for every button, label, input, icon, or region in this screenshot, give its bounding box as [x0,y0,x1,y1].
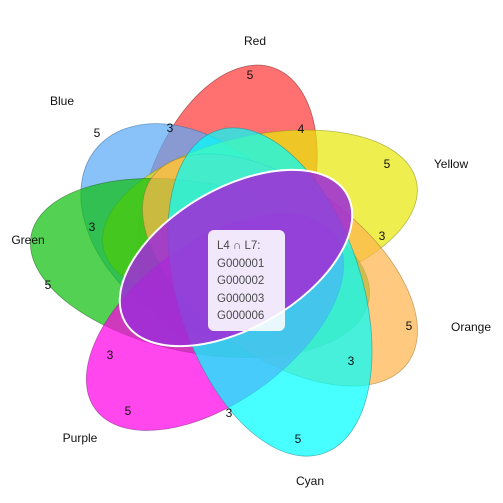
region-count: 3 [167,121,174,135]
region-count: 5 [295,432,302,446]
tooltip-item: G000002 [217,275,265,287]
tooltip-item: G000006 [217,310,265,322]
intersection-tooltip: L4 ∩ L7: G000001 G000002 G000003 G000006 [208,230,285,331]
tooltip-item: G000003 [217,292,265,305]
yellow-label: Yellow [434,157,469,171]
region-count: 3 [226,406,233,420]
tooltip-item: G000001 [217,257,265,270]
region-counts: 5 5 5 5 5 5 5 3 4 3 3 3 3 3 [45,68,413,446]
tooltip-title: L4 ∩ L7: [217,240,261,252]
cyan-label: Cyan [296,474,324,488]
region-count: 5 [384,157,391,171]
region-count: 5 [406,319,413,333]
region-count: 3 [107,348,114,362]
region-count: 4 [298,122,305,136]
purple-label: Purple [63,431,98,445]
region-count: 3 [89,220,96,234]
region-count: 5 [247,68,254,82]
region-count: 5 [125,404,132,418]
red-label: Red [244,34,266,48]
region-count: 3 [348,354,355,368]
green-label: Green [11,233,44,247]
blue-label: Blue [50,94,74,108]
orange-label: Orange [451,320,491,334]
region-count: 3 [379,229,386,243]
region-count: 5 [94,126,101,140]
region-count: 5 [45,278,52,292]
